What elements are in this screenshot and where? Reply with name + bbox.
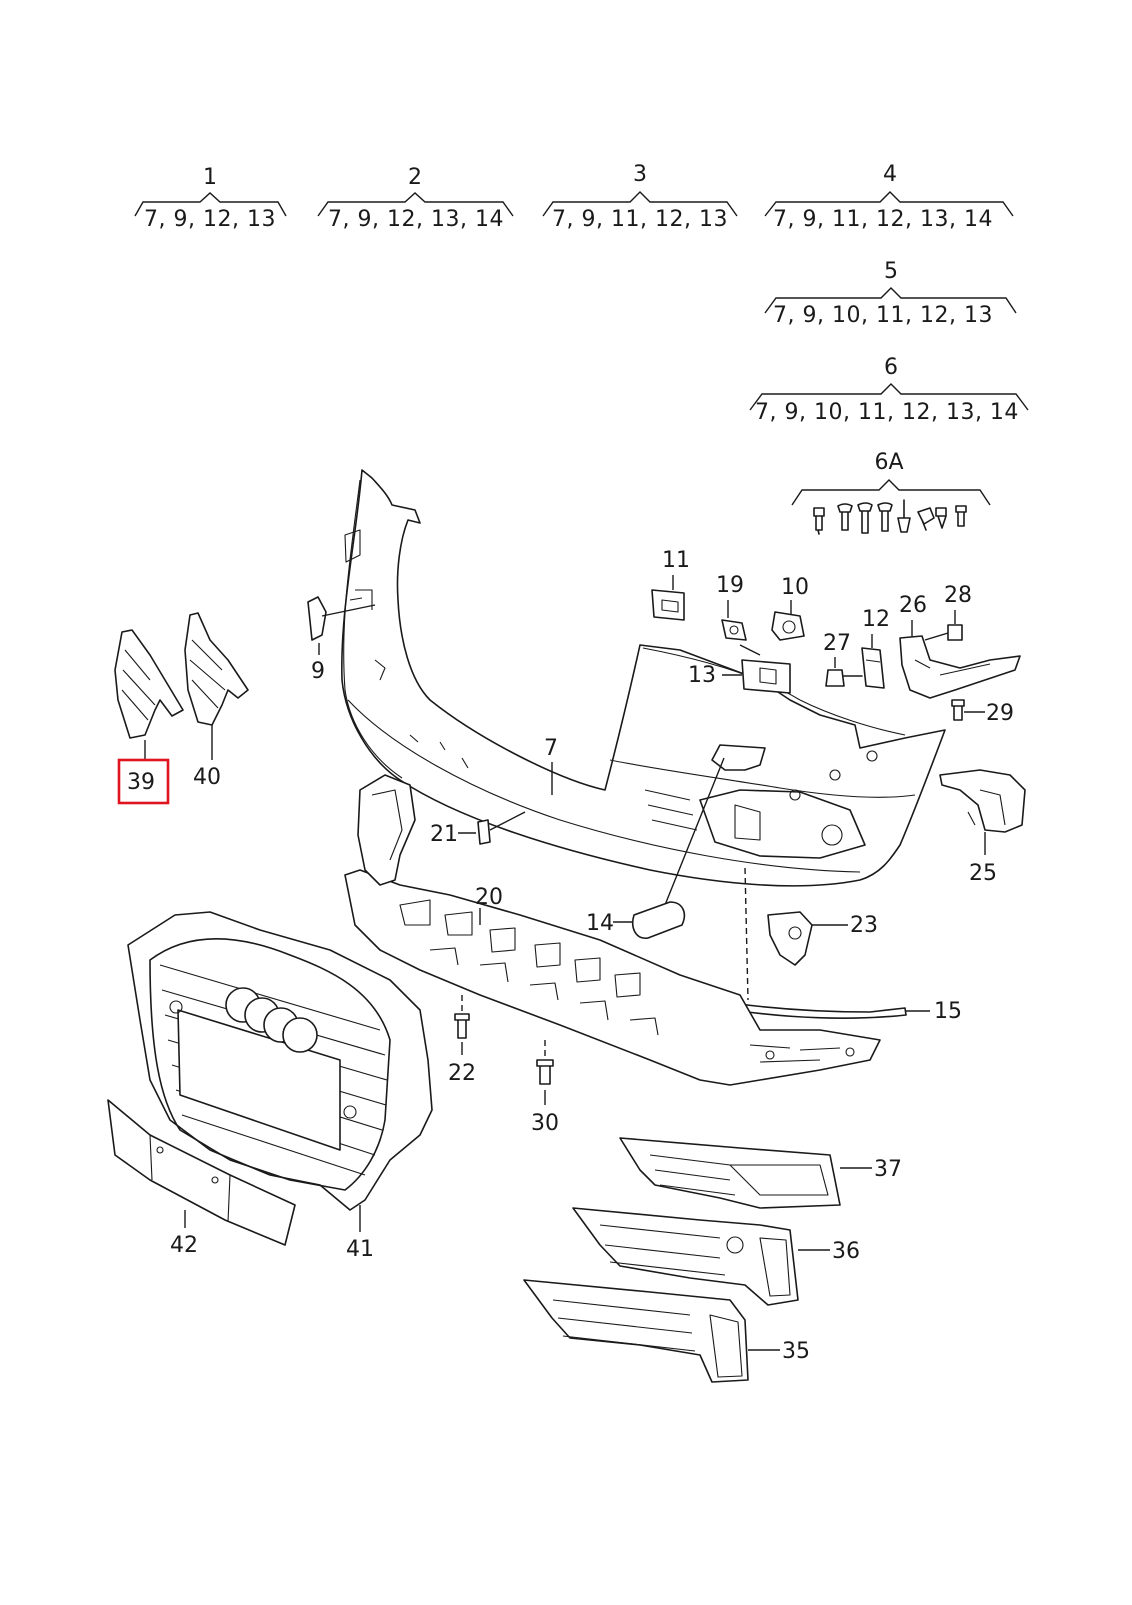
group-6[interactable]: 6 7, 9, 10, 11, 12, 13, 14 [749, 355, 1029, 425]
callout-30-label: 30 [531, 1111, 559, 1136]
group-2[interactable]: 2 7, 9, 12, 13, 14 [317, 165, 514, 232]
part-21[interactable]: 21 [430, 811, 526, 847]
part-40[interactable]: 40 [184, 612, 249, 790]
part-39[interactable]: 39 [114, 629, 184, 805]
group-4-list: 7, 9, 11, 12, 13, 14 [773, 207, 993, 232]
callout-36-label: 36 [832, 1239, 860, 1264]
part-13[interactable]: 13 [688, 659, 791, 694]
group-6a-brace [791, 479, 991, 506]
group-6a[interactable]: 6A [791, 450, 991, 535]
group-3-brace [542, 191, 738, 217]
callout-28-label: 28 [944, 583, 972, 608]
group-5[interactable]: 5 7, 9, 10, 11, 12, 13 [764, 259, 1017, 328]
callout-23-label: 23 [850, 913, 878, 938]
group-6-brace [749, 383, 1029, 411]
group-5-brace [764, 287, 1017, 314]
group-4-brace [764, 191, 1014, 217]
callout-15-label: 15 [934, 999, 962, 1024]
part-36[interactable]: 36 [572, 1207, 860, 1306]
bumper-cover[interactable] [341, 469, 946, 887]
part-19[interactable]: 19 [716, 573, 761, 656]
group-1-list: 7, 9, 12, 13 [144, 207, 276, 232]
group-4-number: 4 [883, 162, 897, 187]
callout-22-label: 22 [448, 1061, 476, 1086]
callout-25-label: 25 [969, 861, 997, 886]
group-3-number: 3 [633, 162, 647, 187]
part-22[interactable]: 22 [448, 995, 476, 1086]
highlight-box [117, 758, 170, 805]
part-10[interactable]: 10 [771, 575, 809, 641]
part-30[interactable]: 30 [531, 1040, 559, 1136]
callout-27-label: 27 [823, 631, 851, 656]
fastener-set-icon [813, 499, 967, 535]
group-2-number: 2 [408, 165, 422, 190]
part-28[interactable]: 28 [924, 583, 972, 641]
group-6-list: 7, 9, 10, 11, 12, 13, 14 [755, 400, 1019, 425]
callout-7-label: 7 [544, 736, 558, 761]
callout-19-label: 19 [716, 573, 744, 598]
group-6a-number: 6A [874, 450, 903, 475]
group-5-list: 7, 9, 10, 11, 12, 13 [773, 303, 993, 328]
callout-29-label: 29 [986, 701, 1014, 726]
part-14[interactable]: 14 [586, 757, 725, 939]
callout-12-label: 12 [862, 607, 890, 632]
callout-41-label: 41 [346, 1237, 374, 1262]
part-12[interactable]: 12 [861, 607, 890, 689]
callout-10-label: 10 [781, 575, 809, 600]
group-2-list: 7, 9, 12, 13, 14 [328, 207, 504, 232]
callout-9-label: 9 [311, 659, 325, 684]
callout-21-label: 21 [430, 822, 458, 847]
callout-42-label: 42 [170, 1233, 198, 1258]
group-6-number: 6 [884, 355, 898, 380]
group-5-number: 5 [884, 259, 898, 284]
part-20[interactable]: 20 [344, 774, 881, 1086]
callout-7[interactable]: 7 [544, 736, 558, 795]
group-1-brace [134, 192, 287, 217]
part-11[interactable]: 11 [651, 548, 690, 621]
group-1-number: 1 [203, 165, 217, 190]
part-29[interactable]: 29 [951, 699, 1014, 726]
callout-14-label: 14 [586, 911, 614, 936]
group-2-brace [317, 192, 514, 217]
part-41-grille[interactable]: 41 [127, 911, 433, 1262]
callout-37-label: 37 [874, 1157, 902, 1182]
callout-11-label: 11 [662, 548, 690, 573]
callout-35-label: 35 [782, 1339, 810, 1364]
callout-39-label: 39 [127, 770, 155, 795]
part-27[interactable]: 27 [823, 631, 863, 687]
callout-13-label: 13 [688, 663, 716, 688]
part-37[interactable]: 37 [619, 1137, 902, 1209]
callout-20-label: 20 [475, 885, 503, 910]
callout-26-label: 26 [899, 593, 927, 618]
group-4[interactable]: 4 7, 9, 11, 12, 13, 14 [764, 162, 1014, 232]
part-26[interactable]: 26 [899, 593, 1021, 699]
part-9[interactable]: 9 [307, 596, 376, 684]
part-42-plate-holder[interactable]: 42 [107, 1099, 296, 1258]
part-25[interactable]: 25 [939, 769, 1026, 886]
part-35[interactable]: 35 [523, 1279, 810, 1383]
group-1[interactable]: 1 7, 9, 12, 13 [134, 165, 287, 232]
group-3-list: 7, 9, 11, 12, 13 [552, 207, 728, 232]
group-3[interactable]: 3 7, 9, 11, 12, 13 [542, 162, 738, 232]
part-23[interactable]: 23 [767, 911, 878, 966]
callout-40-label: 40 [193, 765, 221, 790]
